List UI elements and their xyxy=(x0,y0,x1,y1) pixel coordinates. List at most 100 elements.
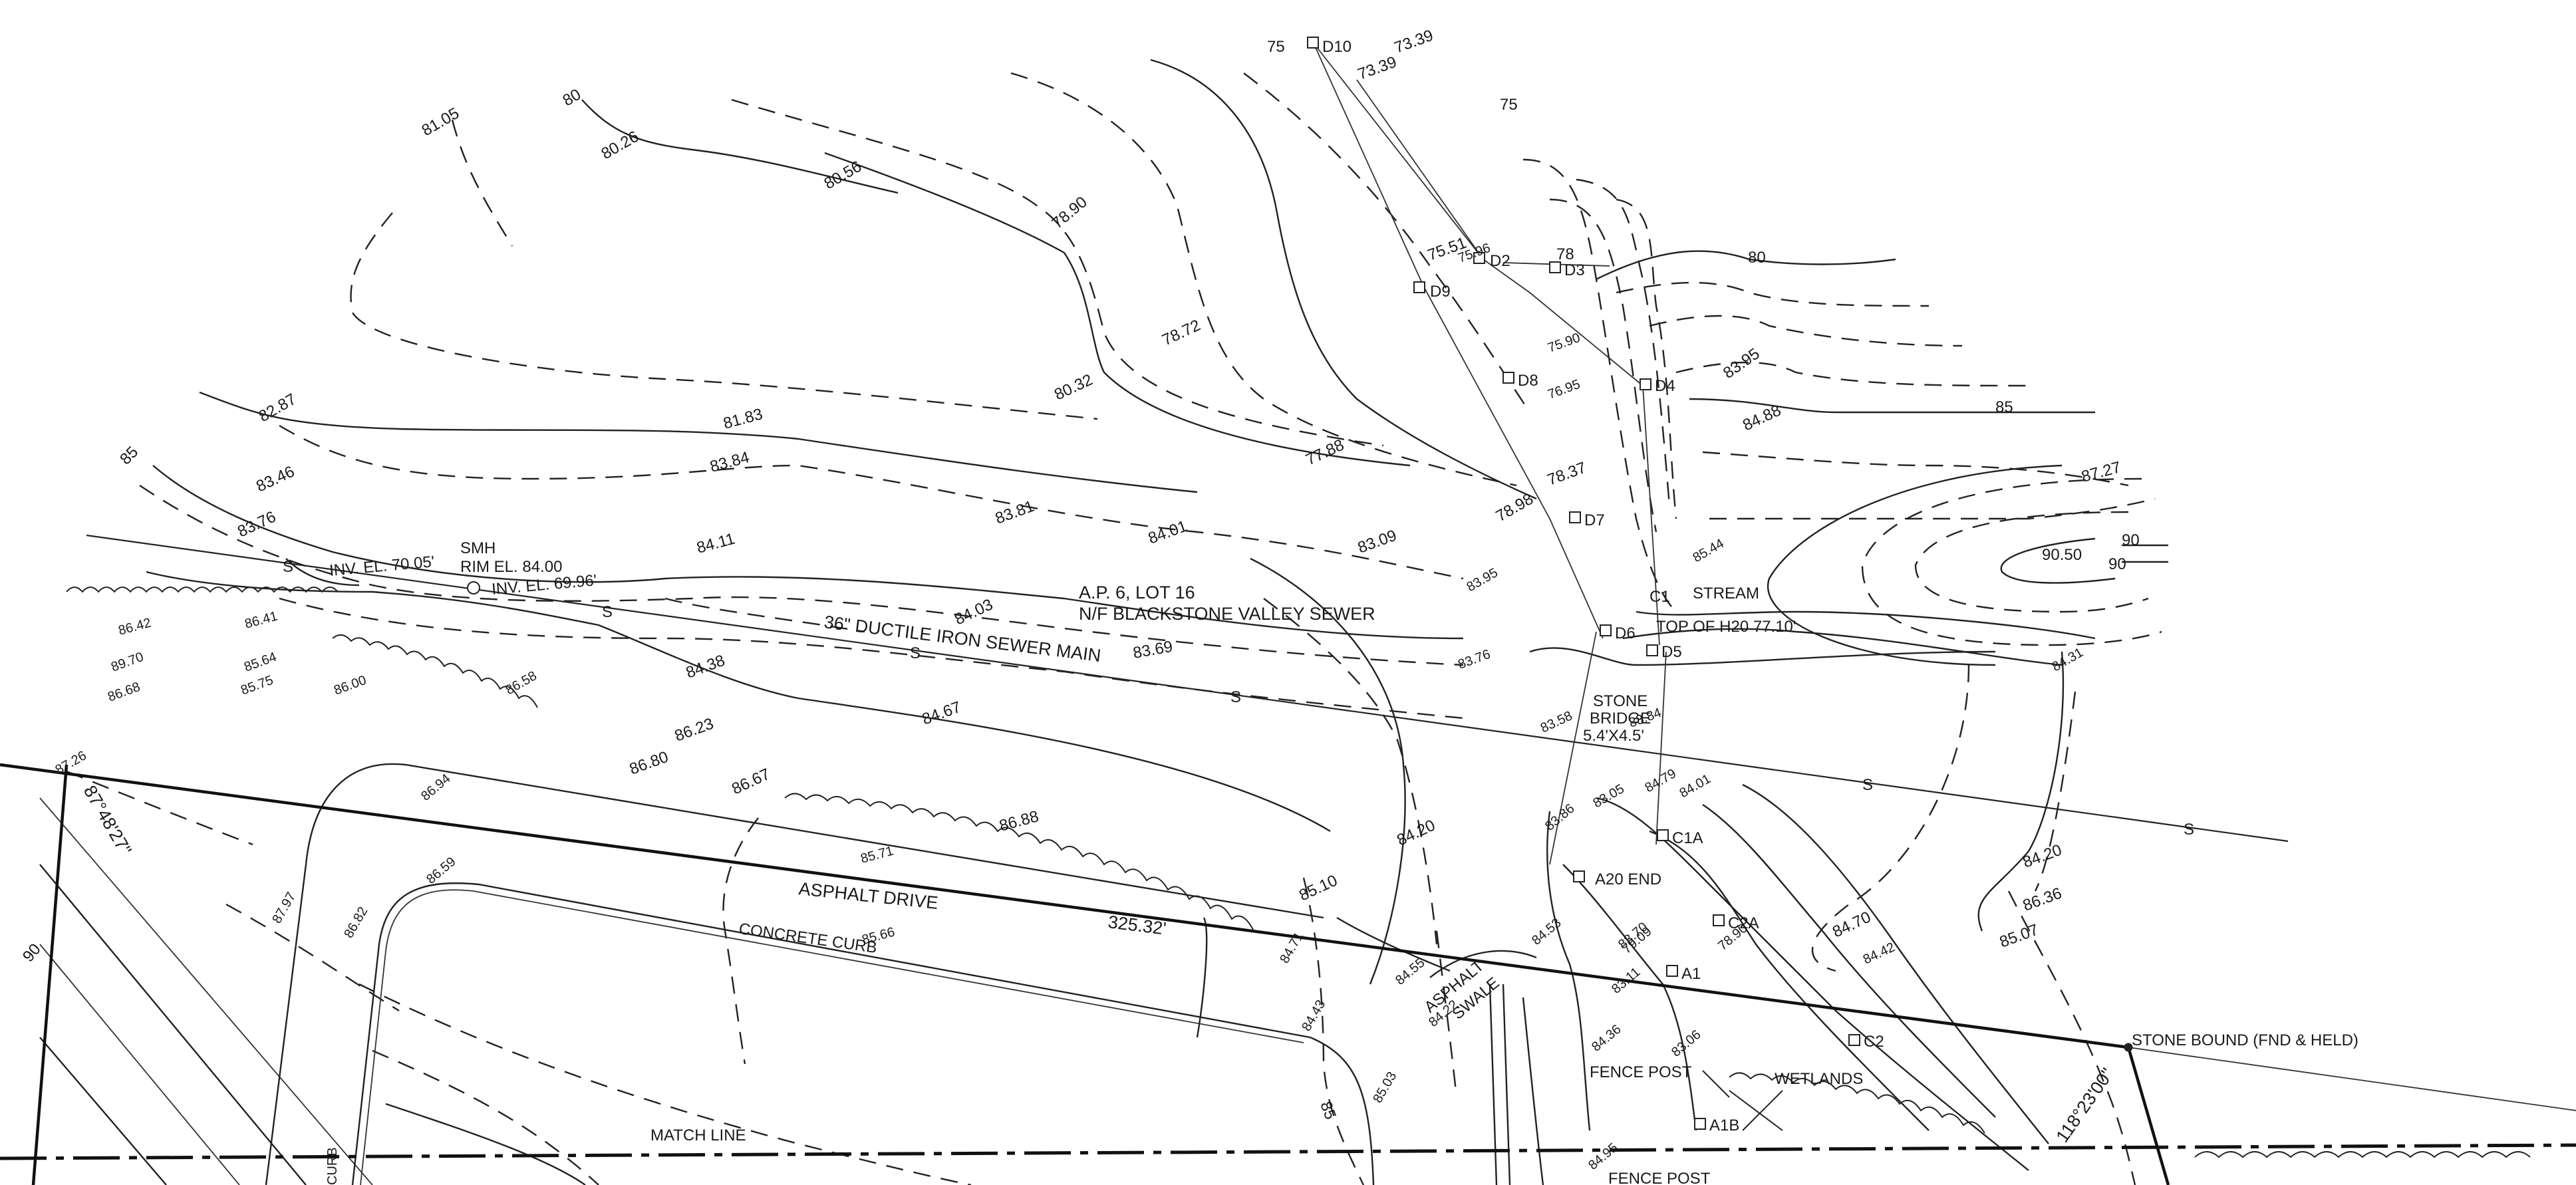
spot-elevation: 80.32 xyxy=(1052,371,1095,404)
point-label-D8: D8 xyxy=(1518,372,1538,390)
concrete-curb-label: CONCRETE CURB xyxy=(738,920,878,957)
spot-elevation: 83.46 xyxy=(253,463,297,496)
spot-elevation: 86.67 xyxy=(729,765,773,799)
spot-elevation: 80.56 xyxy=(821,158,865,193)
spot-elevation: 81.83 xyxy=(722,405,765,433)
point-marker-C2A xyxy=(1713,914,1725,926)
spot-elevation: 84.01 xyxy=(1146,517,1190,548)
a20-end-label: A20 END xyxy=(1595,870,1661,888)
spot-elevation: 83.76 xyxy=(1456,647,1493,672)
point-marker-D2 xyxy=(1473,252,1485,264)
spot-elevation: 83.95 xyxy=(1720,344,1763,382)
sewer-s-6: S xyxy=(2184,821,2194,839)
spot-elevation: 86.82 xyxy=(341,904,370,940)
point-label-D10: D10 xyxy=(1322,38,1352,56)
spot-elevation: 83.84 xyxy=(708,448,752,476)
spot-elevation: 84.20 xyxy=(2021,841,2065,872)
point-marker-D10 xyxy=(1307,37,1319,49)
bridge-label-1: STONE xyxy=(1593,692,1647,710)
spot-elevation: 80.26 xyxy=(599,128,643,163)
spot-elevation: 84.03 xyxy=(952,596,996,629)
spot-elevation: 86.00 xyxy=(332,673,368,698)
spot-elevation: 89.70 xyxy=(109,650,146,675)
asphalt-drive xyxy=(265,763,1544,1185)
rim-elevation-label: RIM EL. 84.00 xyxy=(460,558,562,576)
point-label-C2A: C2A xyxy=(1728,914,1759,932)
point-marker-D7 xyxy=(1569,511,1581,523)
sewer-s-4: S xyxy=(1230,688,1241,706)
stone-bound-label: STONE BOUND (FND & HELD) xyxy=(2132,1031,2359,1049)
spot-elevation: 78.37 xyxy=(1545,459,1589,489)
spot-elevation: 76.95 xyxy=(1546,377,1582,402)
point-label-A1B: A1B xyxy=(1709,1117,1739,1134)
point-label-D6: D6 xyxy=(1615,624,1636,642)
spot-elevation: 83.58 xyxy=(1538,708,1575,735)
spot-elevation: 80 xyxy=(560,85,585,110)
spot-elevation: 85 xyxy=(1316,1099,1340,1122)
spot-elevation: 85.44 xyxy=(1691,536,1727,565)
spot-elevation: 85.75 xyxy=(239,673,275,698)
manhole-marker xyxy=(467,581,480,594)
spot-elevation: 84.42 xyxy=(1861,940,1898,967)
spot-elevation: 90 xyxy=(19,940,45,966)
bridge-label-2: BRIDGE xyxy=(1590,710,1651,727)
point-label-D3: D3 xyxy=(1564,261,1585,279)
spot-elevation: 90 xyxy=(2108,555,2126,573)
fence-post-label-1: FENCE POST xyxy=(1590,1063,1692,1081)
spot-elevation: 86.68 xyxy=(106,680,142,705)
spot-elevation: 85.10 xyxy=(1296,872,1340,905)
point-label-A1: A1 xyxy=(1681,965,1701,983)
bridge-label-3: 5.4'X4.5' xyxy=(1583,727,1644,745)
spot-elevation: 85 xyxy=(116,443,142,468)
property-lines xyxy=(0,763,2576,1185)
spot-elevation: 90.50 xyxy=(2042,546,2082,564)
distance-label: 325.32' xyxy=(1107,912,1167,938)
point-marker-D9 xyxy=(1413,281,1425,293)
spot-elevation: 84.31 xyxy=(2050,645,2086,674)
lot-label-line-2: N/F BLACKSTONE VALLEY SEWER xyxy=(1079,604,1375,624)
lot-label-line-1: A.P. 6, LOT 16 xyxy=(1079,583,1195,602)
drawing-annotations: SMH RIM EL. 84.00 INV. EL. 69.96' INV. E… xyxy=(80,539,2359,1185)
spot-elevation: 80 xyxy=(1748,249,1766,267)
spot-elevation: 86.88 xyxy=(998,807,1041,835)
point-marker-D3 xyxy=(1549,261,1561,273)
spot-elevation: 83.06 xyxy=(1669,1027,1703,1060)
spot-elevation: 83.09 xyxy=(1356,527,1399,557)
point-label-D9: D9 xyxy=(1430,283,1451,301)
spot-elevation: 84.20 xyxy=(1394,817,1438,850)
spot-elevation: 85.64 xyxy=(242,650,279,675)
point-marker-A1B xyxy=(1694,1118,1706,1130)
point-marker-D8 xyxy=(1503,372,1514,384)
point-label-D7: D7 xyxy=(1584,511,1605,529)
spot-elevation: 83.05 xyxy=(1591,781,1627,811)
spot-elevation: 84.38 xyxy=(684,652,728,682)
spot-elevation: 83.69 xyxy=(1131,638,1174,662)
sewer-s-5: S xyxy=(1862,776,1873,794)
point-marker-C1A xyxy=(1657,829,1669,841)
spot-elevation: 75 xyxy=(1267,38,1285,56)
bearing-left-label: 87°48'27" xyxy=(80,782,136,858)
spot-elevation: 83.95 xyxy=(1465,565,1501,594)
sewer-s-2: S xyxy=(602,603,613,621)
bearing-right-label: 118°23'00" xyxy=(2052,1065,2117,1146)
spot-elevation: 86.58 xyxy=(503,668,539,698)
spot-elevation: 83.86 xyxy=(1542,801,1577,834)
point-marker-A20 xyxy=(1573,870,1585,882)
spot-elevation: 85.71 xyxy=(859,844,895,866)
point-label-D5: D5 xyxy=(1661,643,1682,661)
manhole-label: SMH xyxy=(460,539,496,557)
wetlands-label: WETLANDS xyxy=(1775,1070,1863,1088)
spot-elevation: 85 xyxy=(1995,398,2013,416)
wetland-scallops xyxy=(66,587,2531,1158)
spot-elevation: 86.36 xyxy=(2021,884,2065,915)
spot-elevation: 78 xyxy=(1556,245,1574,263)
spot-elevation: 87.97 xyxy=(269,890,299,926)
match-line xyxy=(0,1143,2576,1160)
spot-elevation: 84.79 xyxy=(1643,766,1679,795)
spot-elevation: 85.03 xyxy=(1370,1069,1399,1105)
point-marker-A1 xyxy=(1666,965,1678,977)
spot-elevation: 84.70 xyxy=(1830,908,1874,942)
spot-elevation: 75 xyxy=(1500,96,1518,114)
spot-elevation: 77.88 xyxy=(1303,436,1347,469)
spot-elevation: 78.98 xyxy=(1493,490,1537,525)
